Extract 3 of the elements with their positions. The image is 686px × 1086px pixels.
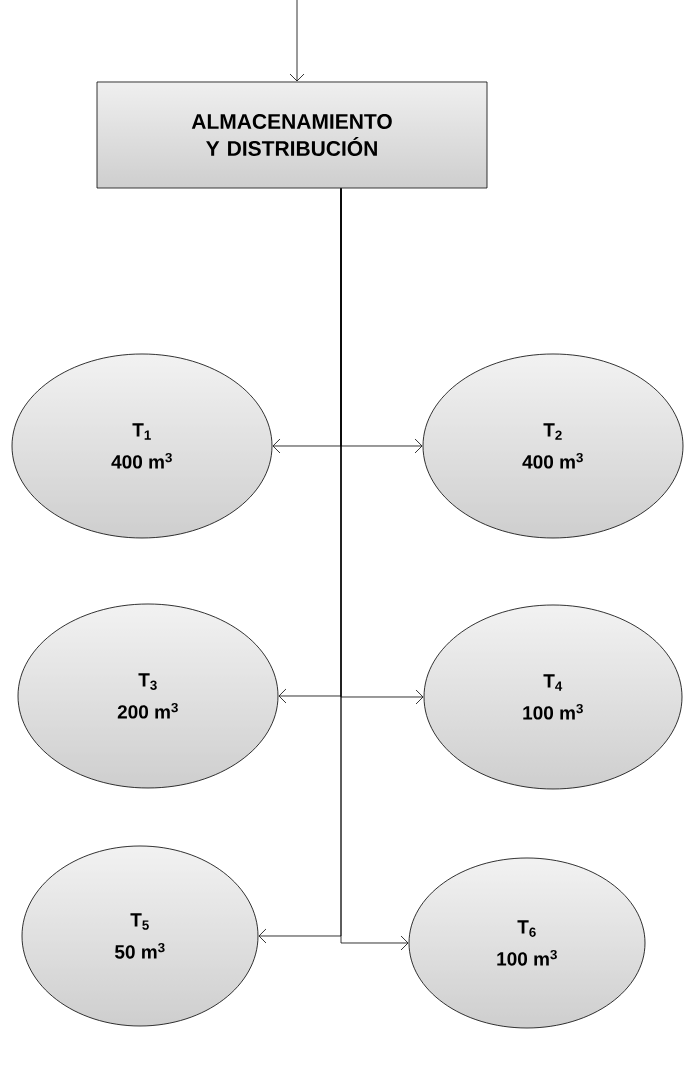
arrow: [289, 0, 305, 82]
arrow: [340, 188, 409, 951]
process-box: ALMACENAMIENTO Y DISTRIBUCIÓN: [96, 81, 488, 189]
